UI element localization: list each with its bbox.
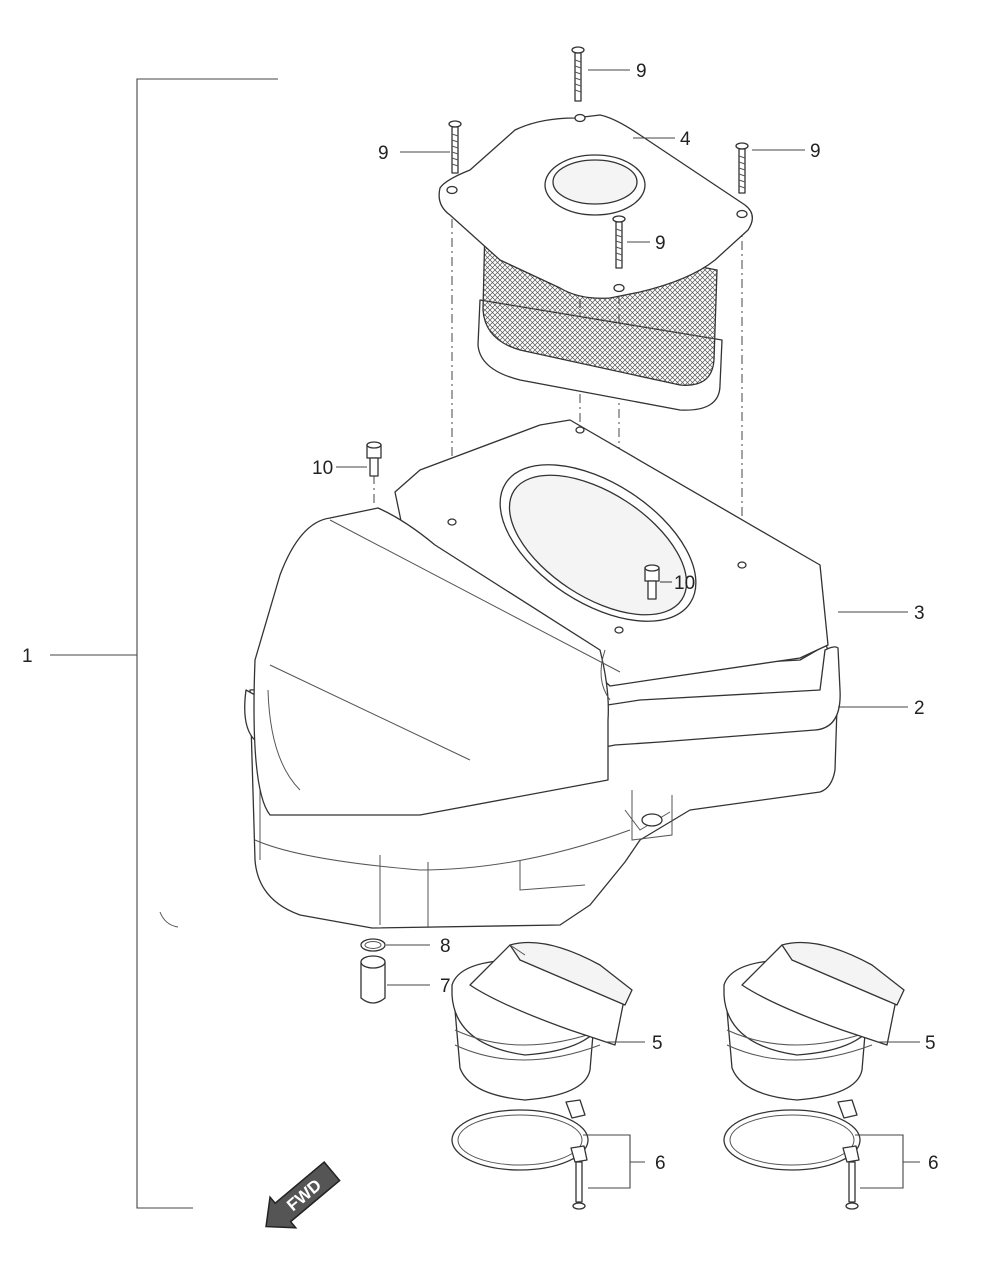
leader-lines <box>336 69 920 1189</box>
callout-5b: 5 <box>925 1033 936 1054</box>
screw <box>735 142 749 194</box>
callout-9b: 9 <box>378 143 389 164</box>
screw <box>612 215 626 269</box>
callout-2: 2 <box>914 698 925 719</box>
screw <box>448 120 462 174</box>
bolt <box>644 564 660 600</box>
callout-10a: 10 <box>312 458 333 479</box>
callout-7: 7 <box>440 976 451 997</box>
callout-6a: 6 <box>655 1153 666 1174</box>
hose-clamp-left <box>451 1099 589 1210</box>
assembly-bracket <box>50 78 278 1209</box>
screw <box>571 46 585 102</box>
screws-9 <box>448 46 749 269</box>
connecting-tube-right <box>723 941 905 1101</box>
callout-4: 4 <box>680 129 691 150</box>
bolt <box>366 441 382 477</box>
air-cleaner-element <box>438 113 753 411</box>
callout-10b: 10 <box>674 573 695 594</box>
callout-1: 1 <box>22 646 33 667</box>
callout-9c: 9 <box>810 141 821 162</box>
callout-6b: 6 <box>928 1153 939 1174</box>
callout-8: 8 <box>440 936 451 957</box>
hose-clamp-right <box>723 1099 861 1210</box>
air-cleaner-cover <box>253 419 829 816</box>
forward-direction-arrow: FWD <box>265 1161 341 1229</box>
drain-tube <box>360 955 386 1004</box>
bolts-10 <box>366 441 660 600</box>
callout-3: 3 <box>914 603 925 624</box>
connecting-tube-left <box>451 941 633 1101</box>
callout-5a: 5 <box>652 1033 663 1054</box>
o-ring <box>360 938 386 952</box>
callout-9a: 9 <box>636 61 647 82</box>
callout-9d: 9 <box>655 233 666 254</box>
